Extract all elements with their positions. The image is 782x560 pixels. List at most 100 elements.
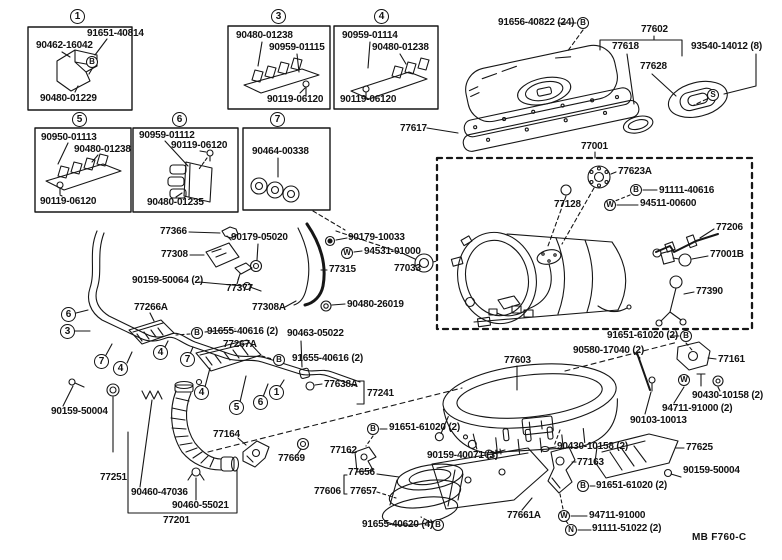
filler-hose-art	[62, 378, 240, 514]
part-label: 77315	[329, 264, 356, 275]
protector-stack-art	[343, 463, 464, 526]
part-label: 77617	[400, 123, 427, 134]
fastener-symbol-b: B	[273, 354, 285, 366]
callout-marker-3: 3	[271, 9, 286, 24]
part-label: 77606	[314, 486, 341, 497]
filler-pipe-art	[188, 210, 438, 405]
part-label: 77241	[367, 388, 394, 399]
callout-marker-7: 7	[270, 112, 285, 127]
part-label: 90950-01113	[41, 132, 97, 143]
fuel-tank-art	[450, 165, 719, 328]
part-label: 77308	[161, 249, 188, 260]
part-label: 90159-40071 (3)	[427, 450, 498, 461]
part-label: 77618	[612, 41, 639, 52]
part-label: 77625	[686, 442, 713, 453]
part-label: 90430-10158 (2)	[557, 441, 628, 452]
part-label: 90480-01238	[74, 144, 131, 155]
callout-marker-1: 1	[269, 385, 284, 400]
fastener-symbol-b: B	[191, 327, 203, 339]
callout-marker-7: 7	[94, 354, 109, 369]
part-label: 90959-01115	[269, 42, 325, 53]
part-label: 93540-14012 (8)	[691, 41, 762, 52]
part-label: 90464-00338	[252, 146, 309, 157]
part-label: 91651-40814	[87, 28, 144, 39]
part-label: 91651-61020 (2)	[596, 480, 667, 491]
part-label: 90159-50004	[683, 465, 740, 476]
middle-brackets-art	[207, 387, 463, 473]
part-label: 77669	[278, 453, 305, 464]
fastener-symbol-b: B	[680, 330, 692, 342]
part-label: 77377	[226, 283, 253, 294]
part-label: 90159-50004	[51, 406, 108, 417]
clip-sketch-box6	[164, 140, 214, 203]
part-label: 90159-50064 (2)	[132, 275, 203, 286]
part-label: 90179-05020	[231, 232, 288, 243]
fastener-symbol-b: B	[577, 480, 589, 492]
tank-cover-art	[462, 44, 640, 152]
part-label: 90959-01114	[342, 30, 398, 41]
part-label: 90460-47036	[131, 487, 188, 498]
part-label: 91656-40822 (24)	[498, 17, 575, 28]
fastener-symbol-n: N	[565, 524, 577, 536]
part-label: 94511-00600	[640, 198, 697, 209]
part-label: 91651-61020 (2)	[389, 422, 460, 433]
part-label: 77128	[554, 199, 581, 210]
top-right-leaders	[426, 22, 757, 159]
fastener-symbol-s: S	[707, 89, 719, 101]
callout-box-frames	[27, 25, 439, 213]
part-label: 77657	[350, 486, 377, 497]
part-label: 77661A	[507, 510, 541, 521]
part-label: 90462-16042	[36, 40, 93, 51]
tank-mounting-art	[564, 335, 724, 415]
part-label: 90463-05022	[287, 328, 344, 339]
callout-marker-6: 6	[61, 307, 76, 322]
callout-marker-5: 5	[229, 400, 244, 415]
part-label: 91655-40620 (4)	[362, 519, 433, 530]
part-label: 77390	[696, 286, 723, 297]
part-label: 94711-91000 (2)	[662, 403, 733, 414]
part-label: 77163	[577, 457, 604, 468]
callout-marker-4: 4	[194, 385, 209, 400]
fastener-symbol-b: B	[367, 423, 379, 435]
part-label: 94711-91000	[589, 510, 646, 521]
tank-assembly-frame	[435, 156, 754, 331]
part-label: 90480-01235	[147, 197, 204, 208]
callout-marker-3: 3	[60, 324, 75, 339]
part-label: 77001	[581, 141, 608, 152]
part-label: 90480-26019	[347, 299, 404, 310]
clip-sketch-box3	[243, 41, 320, 97]
part-label: 90580-17040 (2)	[573, 345, 644, 356]
part-label: 90119-06120	[267, 94, 324, 105]
part-label: 77623A	[618, 166, 652, 177]
fastener-symbol-w: W	[678, 374, 690, 386]
part-label: 90119-06120	[40, 196, 97, 207]
fastener-symbol-b: B	[432, 519, 444, 531]
callout-marker-4: 4	[374, 9, 389, 24]
part-label: 91651-61020 (2)	[607, 330, 678, 341]
shield-art	[128, 312, 273, 372]
part-label: 77603	[504, 355, 531, 366]
part-label: 90959-01112	[139, 130, 195, 141]
fastener-symbol-b: B	[577, 17, 589, 29]
part-label: 77267A	[223, 339, 257, 350]
part-label: 91111-51022 (2)	[592, 523, 662, 534]
fastener-symbol-w: W	[558, 510, 570, 522]
lower-tank-art	[434, 363, 618, 454]
part-label: 77201	[163, 515, 190, 526]
callout-marker-1: 1	[70, 9, 85, 24]
fastener-symbol-w: W	[341, 247, 353, 259]
callout-marker-4: 4	[153, 345, 168, 360]
callout-marker-7: 7	[180, 352, 195, 367]
clamp-sketch-box7	[250, 157, 300, 203]
fastener-symbol-w: W	[604, 199, 616, 211]
clip-sketch-box5	[45, 142, 122, 197]
part-label: 90103-10013	[630, 415, 687, 426]
part-label: 77164	[213, 429, 240, 440]
part-label: 77266A	[134, 302, 168, 313]
callout-marker-6: 6	[172, 112, 187, 127]
bottom-right-parts-art	[431, 429, 685, 531]
fastener-symbol-b: B	[630, 184, 642, 196]
callout-marker-4: 4	[113, 361, 128, 376]
